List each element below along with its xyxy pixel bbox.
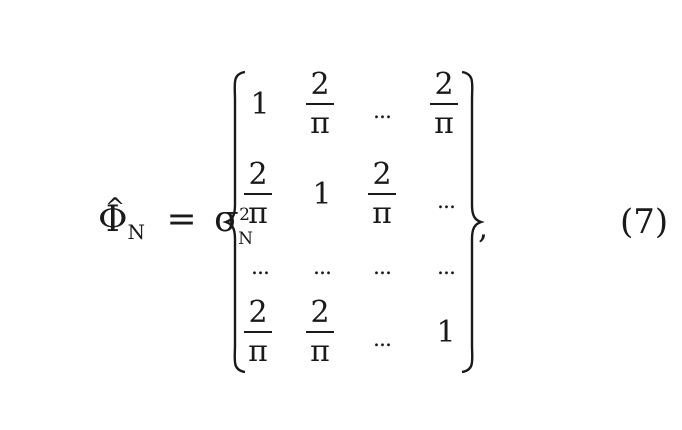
- matrix-r4-c1: 2 π: [234, 296, 282, 369]
- fraction-numerator: 2: [372, 157, 392, 192]
- matrix-r1-c2: 2 π: [296, 68, 344, 141]
- right-curly-brace: [461, 70, 485, 374]
- fraction-numerator: 2: [248, 157, 268, 192]
- matrix-r1-c4: 2 π: [420, 68, 468, 141]
- sigma-superscript: 2: [239, 205, 250, 225]
- sigma-subscript: N: [238, 229, 253, 249]
- fraction-bar: [430, 103, 458, 105]
- matrix-r3-c3: ...: [373, 255, 392, 280]
- matrix-r2-c3: 2 π: [358, 158, 406, 231]
- matrix-r2-c2: 1: [312, 177, 332, 212]
- fraction-numerator: 2: [310, 67, 330, 102]
- hat-accent: ^: [105, 193, 126, 221]
- phi-subscript: N: [127, 220, 146, 244]
- matrix-r2-c4: ...: [437, 189, 456, 214]
- fraction-denominator: π: [310, 334, 330, 369]
- matrix-r3-c4: ...: [437, 255, 456, 280]
- fraction-denominator: π: [372, 196, 392, 231]
- matrix-r1-c1: 1: [250, 87, 270, 122]
- fraction-bar: [306, 331, 334, 333]
- fraction-bar: [368, 193, 396, 195]
- fraction-denominator: π: [434, 106, 454, 141]
- left-curly-brace: [222, 70, 246, 374]
- matrix-r4-c2: 2 π: [296, 296, 344, 369]
- fraction-numerator: 2: [434, 67, 454, 102]
- fraction-bar: [244, 193, 272, 195]
- fraction-bar: [306, 103, 334, 105]
- equals-sign: =: [166, 199, 197, 240]
- matrix-r1-c3: ...: [373, 99, 392, 124]
- matrix-r3-c1: ...: [251, 255, 270, 280]
- equation-lhs: ^ Φ N = σ 2 N: [98, 193, 253, 254]
- matrix-r2-c1: 2 π: [234, 158, 282, 231]
- fraction-numerator: 2: [248, 295, 268, 330]
- matrix-r3-c2: ...: [313, 255, 332, 280]
- equation-number: (7): [620, 202, 669, 242]
- trailing-comma: ,: [478, 208, 489, 246]
- matrix-r4-c4: 1: [436, 315, 456, 350]
- fraction-denominator: π: [310, 106, 330, 141]
- fraction-numerator: 2: [310, 295, 330, 330]
- fraction-denominator: π: [248, 196, 268, 231]
- fraction-bar: [244, 331, 272, 333]
- phi-symbol: ^ Φ: [98, 193, 128, 242]
- fraction-denominator: π: [248, 334, 268, 369]
- phi-letter: Φ: [98, 199, 128, 240]
- sigma-term: σ 2 N: [214, 198, 253, 249]
- matrix-r4-c3: ...: [373, 327, 392, 352]
